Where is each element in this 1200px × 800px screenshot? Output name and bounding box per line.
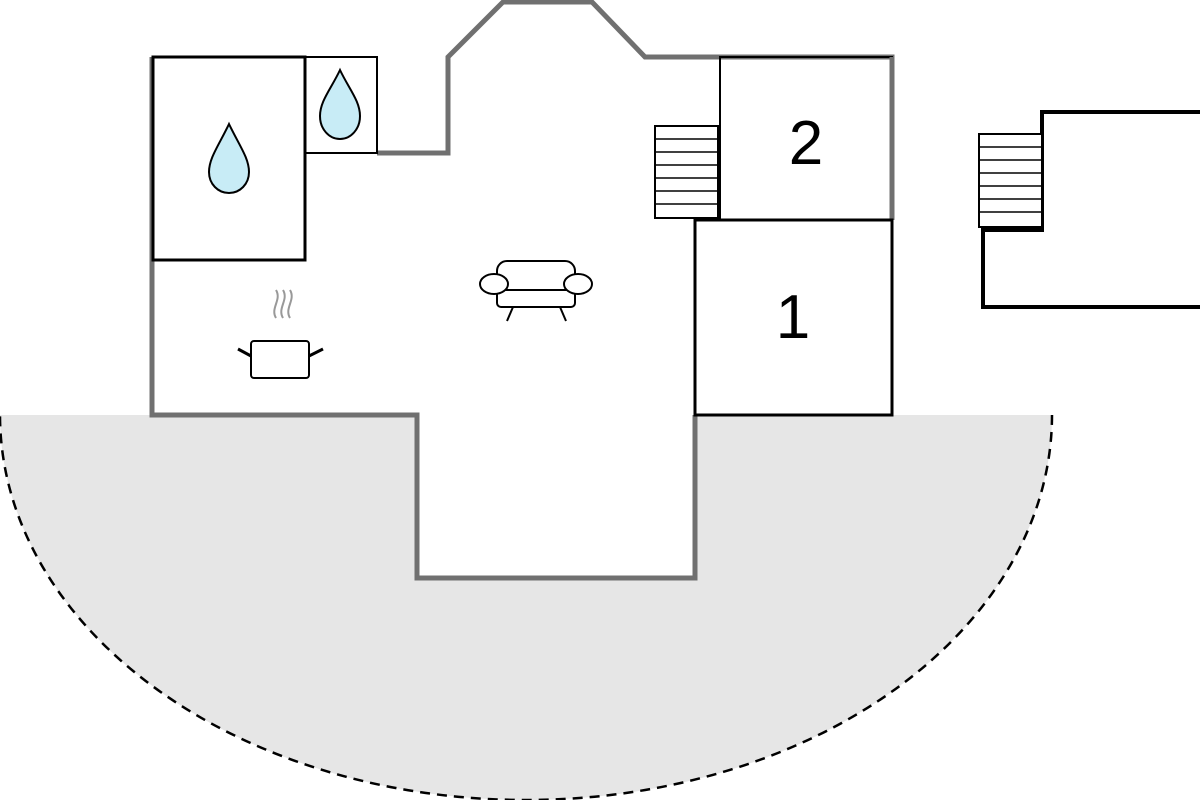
- sofa-icon: [479, 260, 593, 322]
- room-1: [693, 218, 894, 417]
- cooking-pot-icon: [237, 289, 324, 379]
- annex-building: [981, 110, 1200, 309]
- terrace-area: [0, 415, 1052, 800]
- staircase-icon: [978, 133, 1043, 228]
- room-2-label: 2: [789, 109, 823, 178]
- staircase-icon: [654, 125, 719, 219]
- bathroom-small: [304, 56, 378, 154]
- water-drop-icon: [207, 121, 251, 195]
- bathroom-large: [151, 55, 307, 262]
- room-1-label: 1: [776, 283, 810, 352]
- water-drop-icon: [318, 67, 362, 141]
